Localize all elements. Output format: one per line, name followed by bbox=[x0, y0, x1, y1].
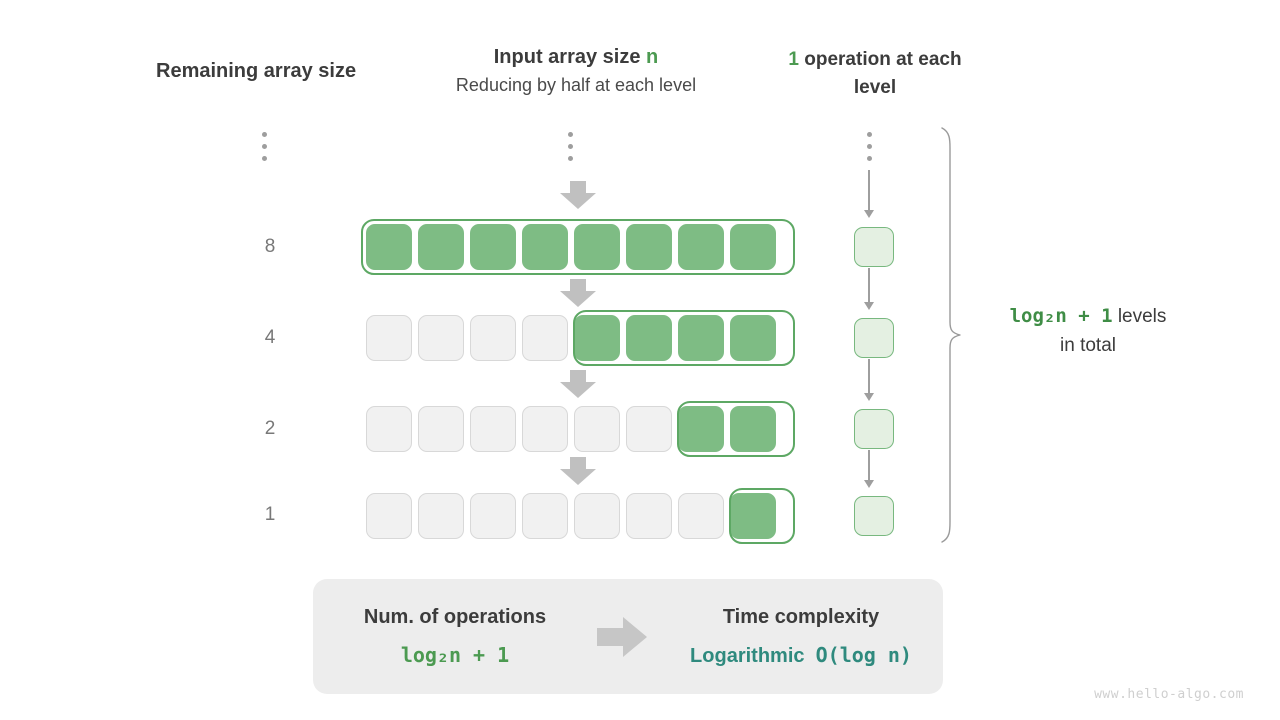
array-cell-filled bbox=[574, 224, 620, 270]
array-cell-empty bbox=[366, 406, 412, 452]
column-header-remaining-size: Remaining array size bbox=[156, 60, 357, 82]
down-arrow-icon bbox=[560, 370, 596, 398]
array-cell-filled bbox=[730, 224, 776, 270]
column-header-input-array-subtitle: Reducing by half at each level bbox=[455, 75, 697, 95]
array-cell-empty bbox=[418, 493, 464, 539]
header-op-count: 1 bbox=[788, 49, 799, 70]
total-levels-text-2: in total bbox=[1060, 334, 1116, 356]
array-cell-empty bbox=[522, 315, 568, 361]
summary-complexity-bigo: O(log n) bbox=[815, 642, 912, 667]
array-row-level-3 bbox=[363, 403, 779, 455]
size-label-level-2: 4 bbox=[264, 327, 276, 348]
array-cell-filled bbox=[574, 315, 620, 361]
summary-complexity-title: Time complexity bbox=[722, 605, 880, 628]
array-cell-empty bbox=[626, 406, 672, 452]
dot bbox=[568, 132, 573, 137]
array-row-level-2 bbox=[363, 312, 779, 364]
summary-operations-title: Num. of operations bbox=[363, 606, 547, 628]
column-header-operations: 1 operation at each level bbox=[780, 46, 970, 101]
array-cell-filled bbox=[418, 224, 464, 270]
operation-box-level-2 bbox=[854, 318, 894, 358]
array-cell-filled bbox=[730, 493, 776, 539]
thin-down-arrow-icon bbox=[862, 268, 876, 312]
array-cell-filled bbox=[522, 224, 568, 270]
dot bbox=[262, 156, 267, 161]
summary-complexity-word: Logarithmic bbox=[690, 644, 805, 667]
operation-box-level-4 bbox=[854, 496, 894, 536]
array-cell-filled bbox=[730, 315, 776, 361]
ellipsis-ops-column bbox=[867, 132, 872, 161]
summary-complexity-value: Logarithmic O(log n) bbox=[659, 643, 943, 668]
size-label-level-3: 2 bbox=[264, 418, 276, 439]
array-cell-empty bbox=[522, 406, 568, 452]
total-levels-formula: log₂n + 1 bbox=[1009, 305, 1113, 327]
array-row-level-1 bbox=[363, 221, 779, 273]
operation-box-level-3 bbox=[854, 409, 894, 449]
thin-down-arrow-icon bbox=[862, 450, 876, 490]
column-header-input-array-title: Input array size n bbox=[420, 46, 732, 69]
watermark: www.hello-algo.com bbox=[1094, 687, 1244, 702]
down-arrow-icon bbox=[560, 457, 596, 485]
level-span-brace bbox=[938, 126, 964, 544]
array-cell-filled bbox=[730, 406, 776, 452]
array-cell-empty bbox=[678, 493, 724, 539]
array-cell-empty bbox=[574, 406, 620, 452]
array-cell-filled bbox=[678, 315, 724, 361]
ellipsis-array-column bbox=[568, 132, 573, 161]
array-cell-filled bbox=[470, 224, 516, 270]
array-cell-filled bbox=[678, 224, 724, 270]
array-cell-empty bbox=[366, 493, 412, 539]
operation-box-level-1 bbox=[854, 227, 894, 267]
total-levels-note: log₂n + 1 levels in total bbox=[985, 302, 1191, 360]
down-arrow-icon bbox=[560, 181, 596, 209]
dot bbox=[867, 144, 872, 149]
down-arrow-icon bbox=[560, 279, 596, 307]
array-cell-filled bbox=[366, 224, 412, 270]
array-cell-empty bbox=[574, 493, 620, 539]
dot bbox=[568, 144, 573, 149]
array-row-level-4 bbox=[363, 490, 779, 542]
array-cell-filled bbox=[678, 406, 724, 452]
dot bbox=[867, 132, 872, 137]
ellipsis-left-column bbox=[262, 132, 267, 161]
right-arrow-icon bbox=[597, 616, 659, 657]
dot bbox=[262, 132, 267, 137]
total-levels-text-1: levels bbox=[1112, 306, 1167, 327]
array-cell-empty bbox=[626, 493, 672, 539]
header-op-text: operation at each level bbox=[798, 49, 962, 98]
header-input-prefix: Input array size bbox=[493, 46, 647, 68]
array-cell-empty bbox=[470, 406, 516, 452]
summary-operations-value: log₂n + 1 bbox=[400, 643, 510, 667]
array-cell-empty bbox=[522, 493, 568, 539]
array-cell-empty bbox=[366, 315, 412, 361]
size-label-level-1: 8 bbox=[264, 236, 276, 257]
column-header-input-array: Input array size n Reducing by half at e… bbox=[420, 46, 732, 96]
array-cell-empty bbox=[418, 406, 464, 452]
array-cell-filled bbox=[626, 315, 672, 361]
array-cell-filled bbox=[626, 224, 672, 270]
thin-down-arrow-icon bbox=[862, 359, 876, 403]
dot bbox=[262, 144, 267, 149]
dot bbox=[867, 156, 872, 161]
size-label-level-4: 1 bbox=[264, 504, 276, 525]
array-cell-empty bbox=[470, 315, 516, 361]
summary-complexity: Time complexity Logarithmic O(log n) bbox=[659, 606, 943, 668]
summary-panel: Num. of operations log₂n + 1 Time comple… bbox=[313, 579, 943, 694]
summary-operations: Num. of operations log₂n + 1 bbox=[313, 606, 597, 667]
array-cell-empty bbox=[470, 493, 516, 539]
dot bbox=[568, 156, 573, 161]
header-input-variable: n bbox=[646, 46, 659, 68]
array-cell-empty bbox=[418, 315, 464, 361]
thin-down-arrow-icon bbox=[862, 170, 876, 220]
